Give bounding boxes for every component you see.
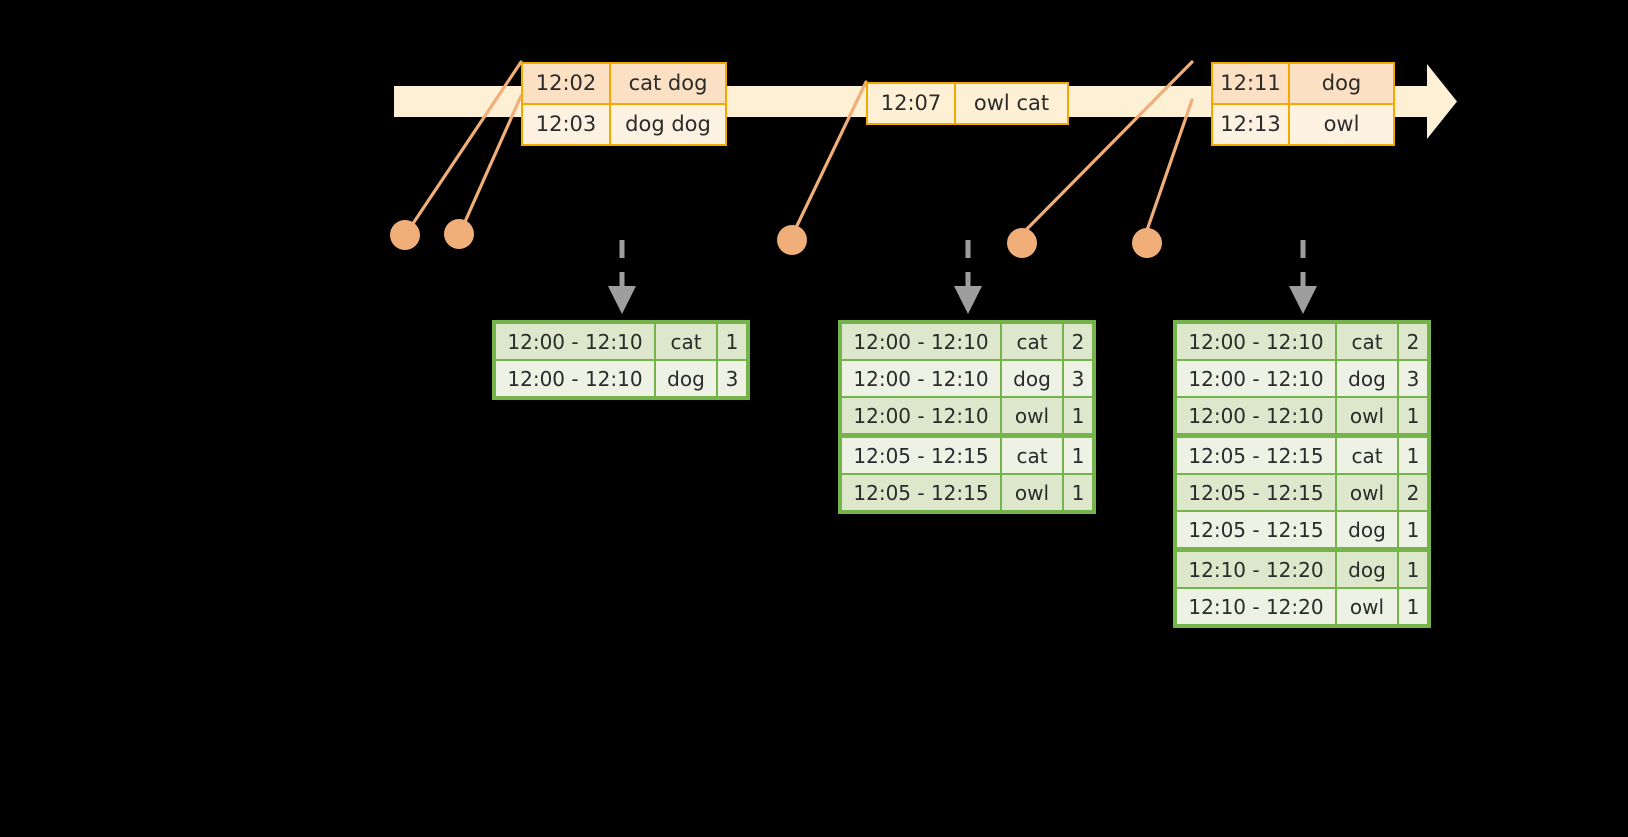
cell-word: owl: [1336, 397, 1398, 434]
cell-window: 12:00 - 12:10: [1176, 360, 1336, 397]
cell-window: 12:00 - 12:10: [841, 323, 1001, 360]
cell-window: 12:00 - 12:10: [841, 360, 1001, 397]
cell-count: 1: [1063, 397, 1093, 434]
cell-word: cat: [1336, 437, 1398, 474]
event-time: 12:13: [1213, 105, 1290, 144]
cell-word: cat: [1001, 437, 1063, 474]
connector-dot-3: [777, 225, 807, 255]
cell-window: 12:05 - 12:15: [1176, 511, 1336, 548]
cell-word: cat: [655, 323, 717, 360]
cell-word: dog: [655, 360, 717, 397]
dashed-arrow-head-3: [1289, 286, 1317, 314]
cell-count: 1: [1063, 474, 1093, 511]
cell-word: dog: [1336, 360, 1398, 397]
event-payload: owl cat: [956, 84, 1067, 123]
cell-count: 3: [1063, 360, 1093, 397]
event-row[interactable]: 12:13 owl: [1213, 103, 1393, 144]
cell-window: 12:00 - 12:10: [1176, 323, 1336, 360]
connector-line-2: [458, 94, 523, 235]
cell-word: dog: [1336, 551, 1398, 588]
cell-word: owl: [1336, 588, 1398, 625]
cell-count: 1: [1398, 437, 1428, 474]
connector-dot-4: [1007, 228, 1037, 258]
cell-window: 12:10 - 12:20: [1176, 551, 1336, 588]
cell-window: 12:00 - 12:10: [495, 360, 655, 397]
event-row[interactable]: 12:02 cat dog: [523, 64, 725, 103]
cell-window: 12:05 - 12:15: [841, 437, 1001, 474]
dashed-arrow-head-2: [954, 286, 982, 314]
event-payload: dog: [1290, 64, 1393, 103]
event-row[interactable]: 12:11 dog: [1213, 64, 1393, 103]
connector-dot-5: [1132, 228, 1162, 258]
event-time: 12:03: [523, 105, 611, 144]
cell-count: 3: [1398, 360, 1428, 397]
event-row[interactable]: 12:07 owl cat: [868, 84, 1067, 123]
cell-window: 12:00 - 12:10: [1176, 397, 1336, 434]
connector-dot-2: [444, 219, 474, 249]
event-time: 12:02: [523, 64, 611, 103]
cell-word: owl: [1001, 474, 1063, 511]
cell-word: dog: [1336, 511, 1398, 548]
cell-count: 1: [1398, 511, 1428, 548]
cell-count: 2: [1398, 323, 1428, 360]
cell-count: 2: [1398, 474, 1428, 511]
cell-window: 12:00 - 12:10: [841, 397, 1001, 434]
event-time: 12:07: [868, 84, 956, 123]
cell-count: 2: [1063, 323, 1093, 360]
connector-dot-1: [390, 220, 420, 250]
cell-window: 12:00 - 12:10: [495, 323, 655, 360]
connector-line-3: [791, 80, 868, 236]
cell-count: 1: [717, 323, 747, 360]
event-time: 12:11: [1213, 64, 1290, 103]
cell-word: owl: [1336, 474, 1398, 511]
connector-line-5: [1143, 98, 1194, 238]
cell-count: 1: [1398, 551, 1428, 588]
cell-count: 1: [1398, 397, 1428, 434]
cell-window: 12:05 - 12:15: [1176, 437, 1336, 474]
event-payload: dog dog: [611, 105, 725, 144]
cell-window: 12:05 - 12:15: [841, 474, 1001, 511]
cell-word: dog: [1001, 360, 1063, 397]
event-row[interactable]: 12:03 dog dog: [523, 103, 725, 144]
cell-word: cat: [1336, 323, 1398, 360]
cell-count: 3: [717, 360, 747, 397]
connector-line-1: [404, 60, 523, 236]
event-payload: cat dog: [611, 64, 725, 103]
dashed-arrow-head-1: [608, 286, 636, 314]
event-group-3[interactable]: 12:11 dog 12:13 owl: [1211, 62, 1395, 146]
event-group-1[interactable]: 12:02 cat dog 12:03 dog dog: [521, 62, 727, 146]
cell-window: 12:10 - 12:20: [1176, 588, 1336, 625]
event-group-2[interactable]: 12:07 owl cat: [866, 82, 1069, 125]
event-payload: owl: [1290, 105, 1393, 144]
cell-count: 1: [1063, 437, 1093, 474]
cell-window: 12:05 - 12:15: [1176, 474, 1336, 511]
cell-word: owl: [1001, 397, 1063, 434]
cell-word: cat: [1001, 323, 1063, 360]
cell-count: 1: [1398, 588, 1428, 625]
